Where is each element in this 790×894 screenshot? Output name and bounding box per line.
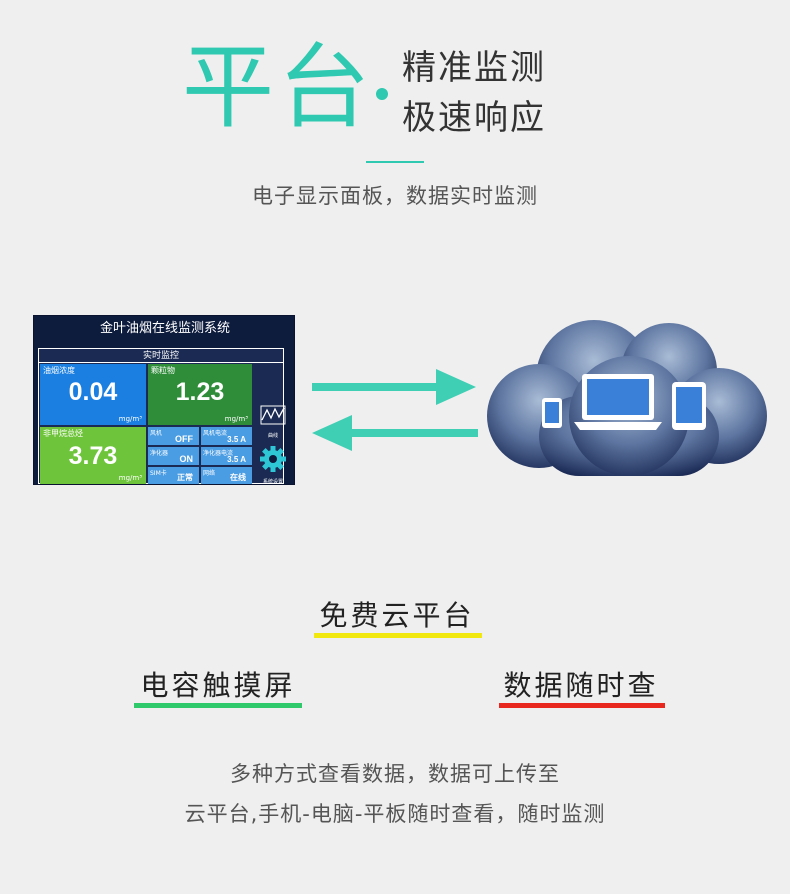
- nmhc-tile[interactable]: 非甲烷总烃 3.73 mg/m³: [40, 427, 146, 484]
- laptop-icon: [574, 374, 662, 430]
- oil-fume-unit: mg/m³: [118, 415, 142, 423]
- phone-icon: [542, 398, 562, 428]
- gear-icon: [260, 446, 286, 472]
- sim-status-label: SIM卡: [150, 470, 167, 477]
- particles-label: 颗粒物: [151, 366, 175, 375]
- curve-button[interactable]: 曲线: [258, 404, 288, 440]
- panel-title: 金叶油烟在线监测系统: [99, 321, 230, 336]
- purifier-status[interactable]: 净化器 ON: [148, 447, 199, 465]
- fan-status-value: OFF: [175, 434, 193, 444]
- feature-cloud-underline: [314, 633, 482, 638]
- fan-status[interactable]: 风机 OFF: [148, 427, 199, 445]
- footer-line-1: 多种方式查看数据，数据可上传至: [230, 762, 560, 786]
- purifier-status-value: ON: [179, 454, 194, 464]
- arrow-left-icon: [312, 415, 478, 451]
- hero-subtitle-1: 精准监测: [402, 48, 546, 88]
- sync-arrows: [312, 369, 478, 451]
- fan-status-label: 风机: [150, 430, 163, 437]
- particles-unit: mg/m³: [224, 415, 248, 423]
- sim-status[interactable]: SIM卡 正常: [148, 467, 199, 484]
- purifier-current-label: 净化器电流: [203, 450, 234, 457]
- curve-icon: [260, 405, 286, 425]
- feature-query-underline: [499, 703, 665, 708]
- purifier-current-value: 3.5 A: [227, 455, 246, 464]
- panel-subtitle: 实时监控: [39, 349, 283, 363]
- particles-tile[interactable]: 颗粒物 1.23 mg/m³: [148, 364, 252, 425]
- network-status[interactable]: 网络 在线: [201, 467, 252, 484]
- hero-dot: [376, 88, 388, 100]
- feature-cloud-platform: 免费云平台: [319, 599, 475, 632]
- sim-status-value: 正常: [177, 473, 193, 482]
- feature-touch-screen: 电容触摸屏: [140, 669, 296, 702]
- nmhc-label: 非甲烷总烃: [43, 429, 83, 438]
- purifier-current[interactable]: 净化器电流 3.5 A: [201, 447, 252, 465]
- hero-subtitle-2: 极速响应: [402, 98, 546, 138]
- oil-fume-label: 油烟浓度: [43, 366, 75, 375]
- hero-divider: [366, 161, 424, 163]
- hero-title: 平台: [182, 34, 375, 141]
- footer-line-2: 云平台,手机-电脑-平板随时查看，随时监测: [184, 802, 606, 826]
- settings-label: 系统设置: [262, 479, 283, 485]
- purifier-status-label: 净化器: [150, 450, 169, 457]
- fan-current-value: 3.5 A: [227, 435, 246, 444]
- particles-value: 1.23: [175, 378, 225, 406]
- cloud-platform: [487, 320, 767, 476]
- network-status-label: 网络: [203, 470, 216, 477]
- feature-data-query: 数据随时查: [503, 669, 659, 702]
- oil-fume-value: 0.04: [68, 378, 118, 406]
- nmhc-value: 3.73: [68, 442, 118, 470]
- oil-fume-tile[interactable]: 油烟浓度 0.04 mg/m³: [40, 364, 146, 425]
- panel-screen: 实时监控 油烟浓度 0.04 mg/m³ 颗粒物 1.23 mg/m³ 非甲烷总…: [38, 348, 284, 484]
- arrow-right-icon: [312, 369, 476, 405]
- feature-touch-underline: [134, 703, 302, 708]
- network-status-value: 在线: [230, 473, 246, 482]
- curve-label: 曲线: [267, 433, 278, 439]
- hero-caption: 电子显示面板，数据实时监测: [252, 184, 538, 208]
- fan-current-label: 风机电流: [203, 430, 228, 437]
- settings-button[interactable]: 系统设置: [256, 444, 290, 485]
- nmhc-unit: mg/m³: [118, 474, 142, 482]
- tablet-icon: [672, 382, 706, 430]
- device-panel: 金叶油烟在线监测系统 实时监控 油烟浓度 0.04 mg/m³ 颗粒物 1.23…: [33, 315, 295, 485]
- fan-current[interactable]: 风机电流 3.5 A: [201, 427, 252, 445]
